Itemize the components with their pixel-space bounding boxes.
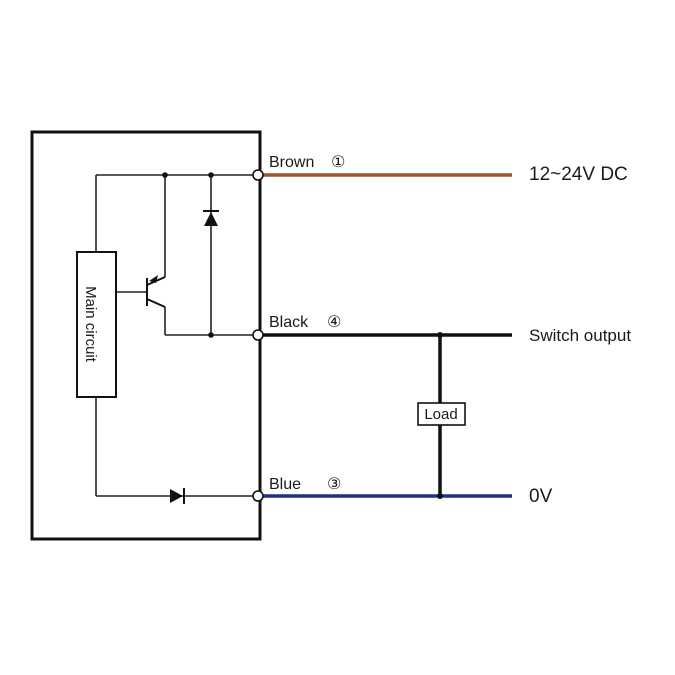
internal-junctions [162, 172, 214, 338]
load-label: Load [424, 406, 457, 423]
main-circuit-label: Main circuit [82, 286, 99, 363]
reverse-diode-icon [170, 488, 185, 504]
clamp-diode-icon [203, 210, 219, 226]
load-box [417, 402, 466, 426]
junction-dot [208, 172, 214, 178]
ground-label: 0V [529, 486, 553, 507]
blue-wire-label: Blue [269, 476, 301, 493]
blue-terminal [252, 490, 264, 502]
load-junction-bottom [437, 493, 443, 499]
junction-dot [162, 172, 168, 178]
transistor-emitter [146, 298, 166, 308]
brown-pin-number: ① [331, 154, 345, 171]
load-junction-top [437, 332, 443, 338]
supply-voltage-label: 12~24V DC [529, 164, 628, 185]
brown-wire-label: Brown [269, 154, 314, 171]
black-pin-number: ④ [327, 314, 341, 331]
switch-output-label: Switch output [529, 326, 631, 345]
junction-dot [208, 332, 214, 338]
transistor-arrow [149, 275, 158, 283]
blue-pin-number: ③ [327, 476, 341, 493]
black-terminal [252, 329, 264, 341]
internal-wiring [95, 174, 258, 497]
black-wire-label: Black [269, 314, 309, 331]
brown-terminal [252, 169, 264, 181]
main-circuit-box [76, 251, 117, 398]
